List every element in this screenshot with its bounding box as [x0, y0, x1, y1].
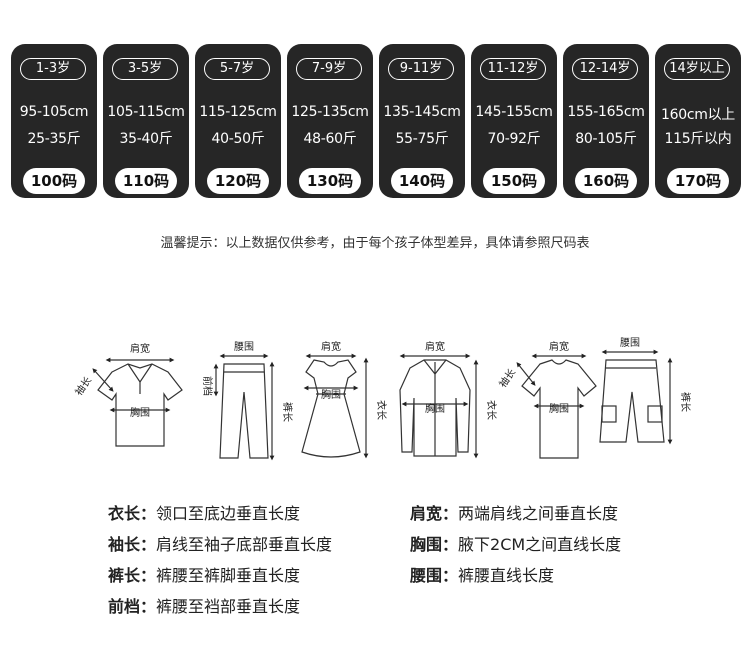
age-pill: 3-5岁	[112, 58, 178, 80]
legend-row: 胸围：腋下2CM之间直线长度	[410, 531, 621, 555]
label-rise: 前档	[201, 376, 214, 396]
shorts-icon	[599, 349, 673, 445]
age-pill: 12-14岁	[572, 58, 638, 80]
jacket-icon	[399, 353, 479, 459]
legend-desc: 裤腰直线长度	[458, 566, 555, 585]
pants-icon	[213, 353, 275, 461]
legend-row: 腰围：裤腰直线长度	[410, 562, 554, 586]
legend-term: 裤长：	[108, 566, 157, 585]
weight-range: 25-35斤	[27, 131, 81, 147]
size-card: 3-5岁 105-115cm 35-40斤 110码	[103, 44, 189, 198]
height-range: 115-125cm	[199, 104, 277, 120]
legend-desc: 领口至底边垂直长度	[156, 504, 301, 523]
legend-term: 衣长：	[108, 504, 157, 523]
age-pill: 11-12岁	[480, 58, 546, 80]
weight-range: 55-75斤	[395, 131, 449, 147]
size-card: 12-14岁 155-165cm 80-105斤 160码	[563, 44, 649, 198]
label-chest: 胸围	[549, 402, 569, 415]
label-pants-length: 裤长	[281, 402, 294, 422]
weight-range: 40-50斤	[211, 131, 265, 147]
size-card: 7-9岁 125-135cm 48-60斤 130码	[287, 44, 373, 198]
size-pill: 150码	[483, 168, 545, 194]
height-range: 105-115cm	[107, 104, 185, 120]
label-chest: 胸围	[130, 406, 150, 419]
size-cards: 1-3岁 95-105cm 25-35斤 100码 3-5岁 105-115cm…	[11, 44, 741, 199]
label-shoulder: 肩宽	[425, 340, 445, 353]
label-pants-length: 裤长	[679, 392, 692, 412]
label-chest: 胸围	[425, 402, 445, 415]
polo-shirt-icon	[92, 357, 183, 447]
size-card: 9-11岁 135-145cm 55-75斤 140码	[379, 44, 465, 198]
legend-desc: 裤腰至裤脚垂直长度	[156, 566, 301, 585]
legend-term: 腰围：	[410, 566, 459, 585]
legend-row: 袖长：肩线至袖子底部垂直长度	[108, 531, 332, 555]
height-range: 160cm以上	[661, 107, 735, 123]
age-pill: 9-11岁	[388, 58, 454, 80]
legend-desc: 裤腰至裆部垂直长度	[156, 597, 301, 616]
age-pill: 14岁以上	[664, 58, 730, 80]
weight-range: 80-105斤	[575, 131, 637, 147]
tshirt-icon	[516, 353, 597, 459]
legend-row: 裤长：裤腰至裤脚垂直长度	[108, 562, 300, 586]
legend-term: 肩宽：	[410, 504, 459, 523]
legend-row: 肩宽：两端肩线之间垂直长度	[410, 500, 618, 524]
size-pill: 120码	[207, 168, 269, 194]
dress-icon	[301, 353, 369, 459]
height-range: 95-105cm	[19, 104, 89, 120]
size-card: 11-12岁 145-155cm 70-92斤 150码	[471, 44, 557, 198]
age-pill: 1-3岁	[20, 58, 86, 80]
label-shoulder: 肩宽	[549, 340, 569, 353]
weight-range: 115斤以内	[664, 131, 732, 147]
measurement-figures: 肩宽 袖长 胸围 腰围 前档 裤长 肩宽 胸围 衣长 肩宽 胸围 衣长 肩宽 袖…	[0, 330, 750, 480]
label-waist: 腰围	[620, 337, 640, 349]
size-pill: 140码	[391, 168, 453, 194]
age-pill: 7-9岁	[296, 58, 362, 80]
size-card: 1-3岁 95-105cm 25-35斤 100码	[11, 44, 97, 198]
label-garment-length: 衣长	[485, 400, 498, 420]
label-shoulder: 肩宽	[321, 340, 341, 353]
height-range: 125-135cm	[291, 104, 369, 120]
size-pill: 160码	[575, 168, 637, 194]
weight-range: 48-60斤	[303, 131, 357, 147]
label-garment-length: 衣长	[375, 400, 388, 420]
legend-desc: 腋下2CM之间直线长度	[458, 535, 622, 554]
label-waist: 腰围	[234, 341, 254, 353]
weight-range: 70-92斤	[487, 131, 541, 147]
height-range: 145-155cm	[475, 104, 553, 120]
legend-term: 袖长：	[108, 535, 157, 554]
label-sleeve: 袖长	[72, 374, 94, 398]
size-pill: 170码	[667, 168, 729, 194]
label-sleeve: 袖长	[496, 366, 518, 390]
label-chest: 胸围	[321, 388, 341, 401]
height-range: 155-165cm	[567, 104, 645, 120]
label-shoulder: 肩宽	[130, 342, 150, 355]
legend-row: 衣长：领口至底边垂直长度	[108, 500, 300, 524]
legend-row: 前档：裤腰至裆部垂直长度	[108, 593, 300, 617]
measurement-diagram: 肩宽 袖长 胸围 腰围 前档 裤长 肩宽 胸围 衣长 肩宽 胸围 衣长 肩宽 袖…	[72, 337, 692, 461]
size-pill: 100码	[23, 168, 85, 194]
age-pill: 5-7岁	[204, 58, 270, 80]
size-card: 14岁以上 160cm以上 115斤以内 170码	[655, 44, 741, 198]
legend-desc: 两端肩线之间垂直长度	[458, 504, 619, 523]
size-card: 5-7岁 115-125cm 40-50斤 120码	[195, 44, 281, 198]
legend-term: 胸围：	[410, 535, 459, 554]
size-pill: 110码	[115, 168, 177, 194]
weight-range: 35-40斤	[119, 131, 173, 147]
legend-term: 前档：	[108, 597, 157, 616]
legend-desc: 肩线至袖子底部垂直长度	[156, 535, 333, 554]
size-tip: 温馨提示：以上数据仅供参考，由于每个孩子体型差异，具体请参照尺码表	[160, 236, 590, 251]
height-range: 135-145cm	[383, 104, 461, 120]
size-pill: 130码	[299, 168, 361, 194]
